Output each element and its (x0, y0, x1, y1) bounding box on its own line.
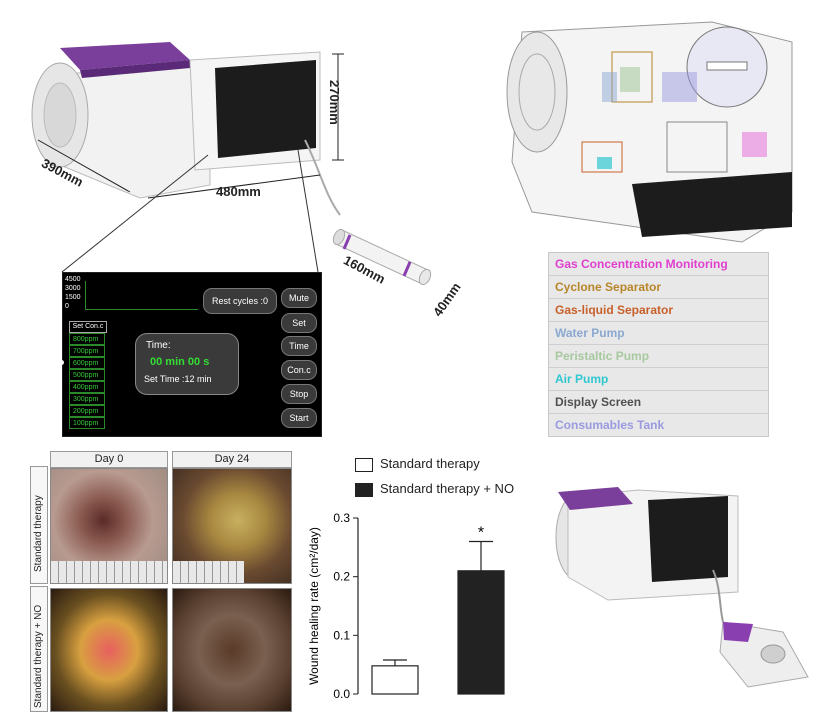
time-value: 00 min 00 s (150, 356, 210, 368)
bar-standard-therapy (371, 665, 419, 695)
conc-option[interactable]: 300ppm (69, 393, 105, 405)
legend-item: Peristaltic Pump (549, 345, 768, 368)
y-tick-label: 0.1 (333, 628, 350, 642)
ytick-2: 1500 (65, 294, 81, 301)
consumable-tube (332, 228, 432, 286)
conc-option[interactable]: 700ppm (69, 345, 105, 357)
legend-item: Cyclone Separator (549, 276, 768, 299)
legend-item: Consumables Tank (555, 418, 665, 432)
concentration-plot (85, 281, 198, 310)
y-axis-label: Wound healing rate (cm²/day) (307, 527, 321, 685)
set-conc-label: Set Con.c (69, 321, 107, 333)
conc-option[interactable]: 600ppm (69, 357, 105, 369)
device-with-applicator (555, 487, 809, 688)
legend-no-label: Standard therapy + NO (380, 481, 515, 496)
day-0-header: Day 0 (50, 451, 168, 468)
conc-option[interactable]: 800ppm (69, 333, 105, 345)
legend-item: Gas-liquid Separator (549, 299, 768, 322)
row-label-standard-no: Standard therapy + NO (33, 604, 44, 708)
timer-box: Time: 00 min 00 s Set Time :12 min (135, 333, 239, 395)
zoom-lines (61, 150, 319, 273)
device-illustration (31, 42, 344, 216)
legend-no-swatch (355, 483, 373, 497)
time-label: Time: (146, 340, 171, 351)
component-legend: Gas Concentration Monitoring Cyclone Sep… (548, 252, 769, 437)
conc-button[interactable]: Con.c (281, 360, 317, 380)
legend-item: Gas Concentration Monitoring (549, 253, 768, 276)
wound-photo-no-day0 (50, 588, 168, 712)
dim-width: 480mm (216, 184, 261, 199)
set-time: Set Time :12 min (144, 374, 212, 384)
legend-item: Water Pump (549, 322, 768, 345)
start-button[interactable]: Start (281, 408, 317, 428)
ytick-0: 4500 (65, 276, 81, 283)
wound-photo-standard-day24 (172, 468, 292, 584)
y-tick-label: 0.3 (333, 511, 350, 525)
rest-cycles-display: Rest cycles :0 (203, 288, 277, 314)
significance-star: * (478, 524, 484, 541)
legend-standard-swatch (355, 458, 373, 472)
mute-button[interactable]: Mute (281, 288, 317, 308)
ytick-1: 3000 (65, 285, 81, 292)
row-label-box (30, 466, 48, 584)
legend-item: Display Screen (549, 391, 768, 414)
stop-button[interactable]: Stop (281, 384, 317, 404)
set-button[interactable]: Set (281, 313, 317, 333)
conc-option[interactable]: 100ppm (69, 417, 105, 429)
legend-item: Air Pump (549, 368, 768, 391)
ytick-3: 0 (65, 303, 69, 310)
conc-selector-dot (59, 360, 64, 365)
row-label-box (30, 586, 48, 712)
bar-standard-therapy-no (457, 570, 505, 695)
wound-photo-no-day24 (172, 588, 292, 712)
y-tick-label: 0.2 (333, 570, 350, 584)
conc-option[interactable]: 400ppm (69, 381, 105, 393)
day-24-header: Day 24 (172, 451, 292, 468)
wound-photo-standard-day0 (50, 468, 168, 584)
y-tick-label: 0.0 (333, 687, 350, 701)
dim-height: 270mm (327, 80, 342, 125)
device-internal-view (506, 21, 793, 243)
conc-option[interactable]: 200ppm (69, 405, 105, 417)
row-label-standard: Standard therapy (33, 495, 44, 572)
conc-option[interactable]: 500ppm (69, 369, 105, 381)
time-button[interactable]: Time (281, 336, 317, 356)
legend-standard-label: Standard therapy (380, 456, 480, 471)
display-screen: 4500 3000 1500 0 Rest cycles :0 Set Con.… (59, 272, 322, 437)
